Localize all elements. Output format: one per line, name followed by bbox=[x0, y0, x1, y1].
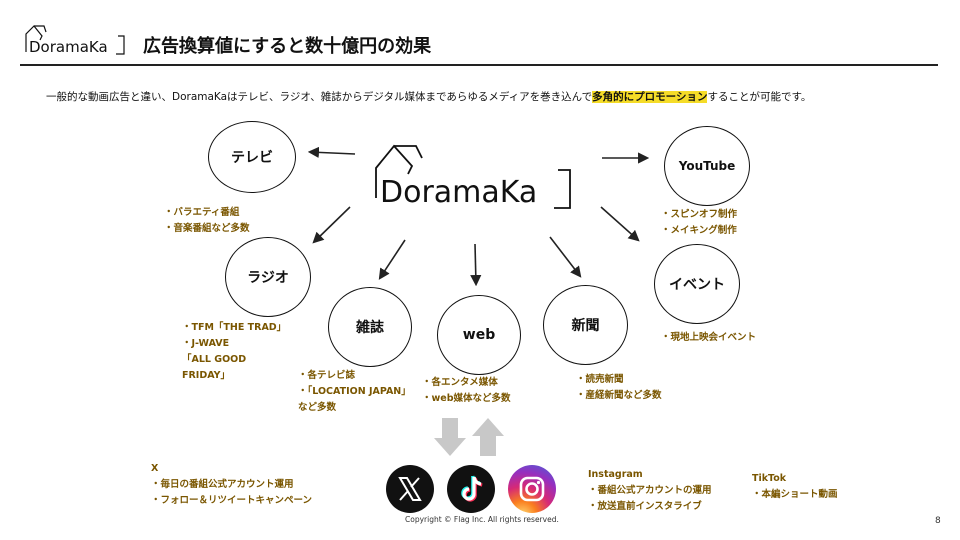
node-radio: ラジオ bbox=[225, 237, 311, 317]
node-newspaper: 新聞 bbox=[543, 285, 628, 365]
tiktok-title: TikTok bbox=[752, 473, 787, 484]
node-web-label: web bbox=[462, 327, 496, 343]
node-tv: テレビ bbox=[208, 121, 296, 193]
intro-text: 一般的な動画広告と違い、DoramaKaはテレビ、ラジオ、雑誌からデジタル媒体ま… bbox=[46, 89, 811, 104]
intro-before: 一般的な動画広告と違い、DoramaKaはテレビ、ラジオ、雑誌からデジタル媒体ま… bbox=[46, 91, 593, 103]
node-magazine-label: 雑誌 bbox=[356, 320, 384, 336]
youtube-note: ・スピンオフ制作 bbox=[661, 209, 738, 220]
exchange-arrows bbox=[434, 418, 504, 456]
tiktok-notes: TikTok ・本編ショート動画 bbox=[752, 471, 838, 503]
x-logo-icon bbox=[386, 465, 434, 513]
up-arrow-icon bbox=[472, 418, 504, 456]
arrow-to-web bbox=[470, 243, 482, 287]
arrow-to-newspaper bbox=[549, 236, 582, 278]
arrow-to-radio bbox=[312, 206, 351, 244]
tv-notes: ・バラエティ番組 ・音楽番組など多数 bbox=[164, 205, 250, 237]
page-number: 8 bbox=[935, 516, 941, 526]
node-youtube: YouTube bbox=[664, 126, 750, 206]
header-divider bbox=[20, 64, 938, 66]
instagram-logo-icon bbox=[508, 465, 556, 513]
youtube-note: ・メイキング制作 bbox=[661, 225, 737, 236]
radio-note: 「ALL GOOD bbox=[182, 354, 247, 365]
x-notes: X ・毎日の番組公式アカウント運用 ・フォロー＆リツイートキャンペーン bbox=[151, 461, 312, 509]
intro-after: することが可能です。 bbox=[707, 91, 812, 103]
web-note: ・web媒体など多数 bbox=[422, 393, 511, 404]
node-tv-label: テレビ bbox=[231, 150, 273, 166]
arrow-to-event bbox=[600, 206, 640, 242]
magazine-note: ・各テレビ誌 bbox=[298, 370, 356, 381]
doramaka-logo-center: DoramaKa bbox=[375, 144, 571, 210]
x-title: X bbox=[151, 463, 159, 474]
youtube-notes: ・スピンオフ制作 ・メイキング制作 bbox=[661, 207, 737, 239]
node-event: イベント bbox=[654, 244, 740, 324]
tiktok-logo-icon bbox=[447, 465, 495, 513]
instagram-note: ・放送直前インスタライブ bbox=[588, 501, 702, 512]
logo-center-text: DoramaKa bbox=[380, 175, 537, 210]
node-web: web bbox=[437, 295, 521, 375]
magazine-note: ・「LOCATION JAPAN」 bbox=[298, 386, 411, 397]
node-magazine: 雑誌 bbox=[328, 287, 412, 367]
radio-note: ・TFM「THE TRAD」 bbox=[182, 322, 287, 333]
radio-note: ・J-WAVE bbox=[182, 338, 230, 349]
arrow-to-tv bbox=[307, 146, 356, 158]
intro-highlight: 多角的にプロモーション bbox=[592, 91, 708, 103]
down-arrow-icon bbox=[434, 418, 466, 456]
radio-note: FRIDAY」 bbox=[182, 370, 231, 381]
radio-notes: ・TFM「THE TRAD」 ・J-WAVE 「ALL GOOD FRIDAY」 bbox=[182, 320, 286, 384]
newspaper-note: ・読売新聞 bbox=[576, 374, 624, 385]
logo-small-text: DoramaKa bbox=[29, 38, 108, 56]
tiktok-note: ・本編ショート動画 bbox=[752, 489, 838, 500]
x-note: ・フォロー＆リツイートキャンペーン bbox=[151, 495, 313, 506]
newspaper-note: ・産経新聞など多数 bbox=[576, 390, 662, 401]
instagram-note: ・番組公式アカウントの運用 bbox=[588, 485, 712, 496]
node-event-label: イベント bbox=[669, 277, 725, 293]
node-youtube-label: YouTube bbox=[678, 159, 736, 173]
newspaper-notes: ・読売新聞 ・産経新聞など多数 bbox=[576, 372, 662, 404]
web-notes: ・各エンタメ媒体 ・web媒体など多数 bbox=[422, 375, 511, 407]
magazine-note: など多数 bbox=[298, 402, 337, 413]
page-title: 広告換算値にすると数十億円の効果 bbox=[143, 36, 432, 57]
event-note: ・現地上映会イベント bbox=[661, 332, 757, 343]
tv-note: ・バラエティ番組 bbox=[164, 207, 240, 218]
node-radio-label: ラジオ bbox=[247, 270, 289, 286]
instagram-title: Instagram bbox=[588, 469, 643, 480]
tv-note: ・音楽番組など多数 bbox=[164, 223, 250, 234]
magazine-notes: ・各テレビ誌 ・「LOCATION JAPAN」 など多数 bbox=[298, 368, 411, 416]
node-newspaper-label: 新聞 bbox=[571, 318, 600, 334]
copyright: Copyright © Flag Inc. All rights reserve… bbox=[405, 515, 559, 524]
doramaka-logo-small: DoramaKa bbox=[25, 25, 125, 56]
web-note: ・各エンタメ媒体 bbox=[422, 377, 498, 388]
event-notes: ・現地上映会イベント bbox=[661, 330, 756, 346]
arrow-to-magazine bbox=[378, 239, 406, 280]
x-note: ・毎日の番組公式アカウント運用 bbox=[151, 479, 294, 490]
instagram-notes: Instagram ・番組公式アカウントの運用 ・放送直前インスタライブ bbox=[588, 467, 712, 515]
